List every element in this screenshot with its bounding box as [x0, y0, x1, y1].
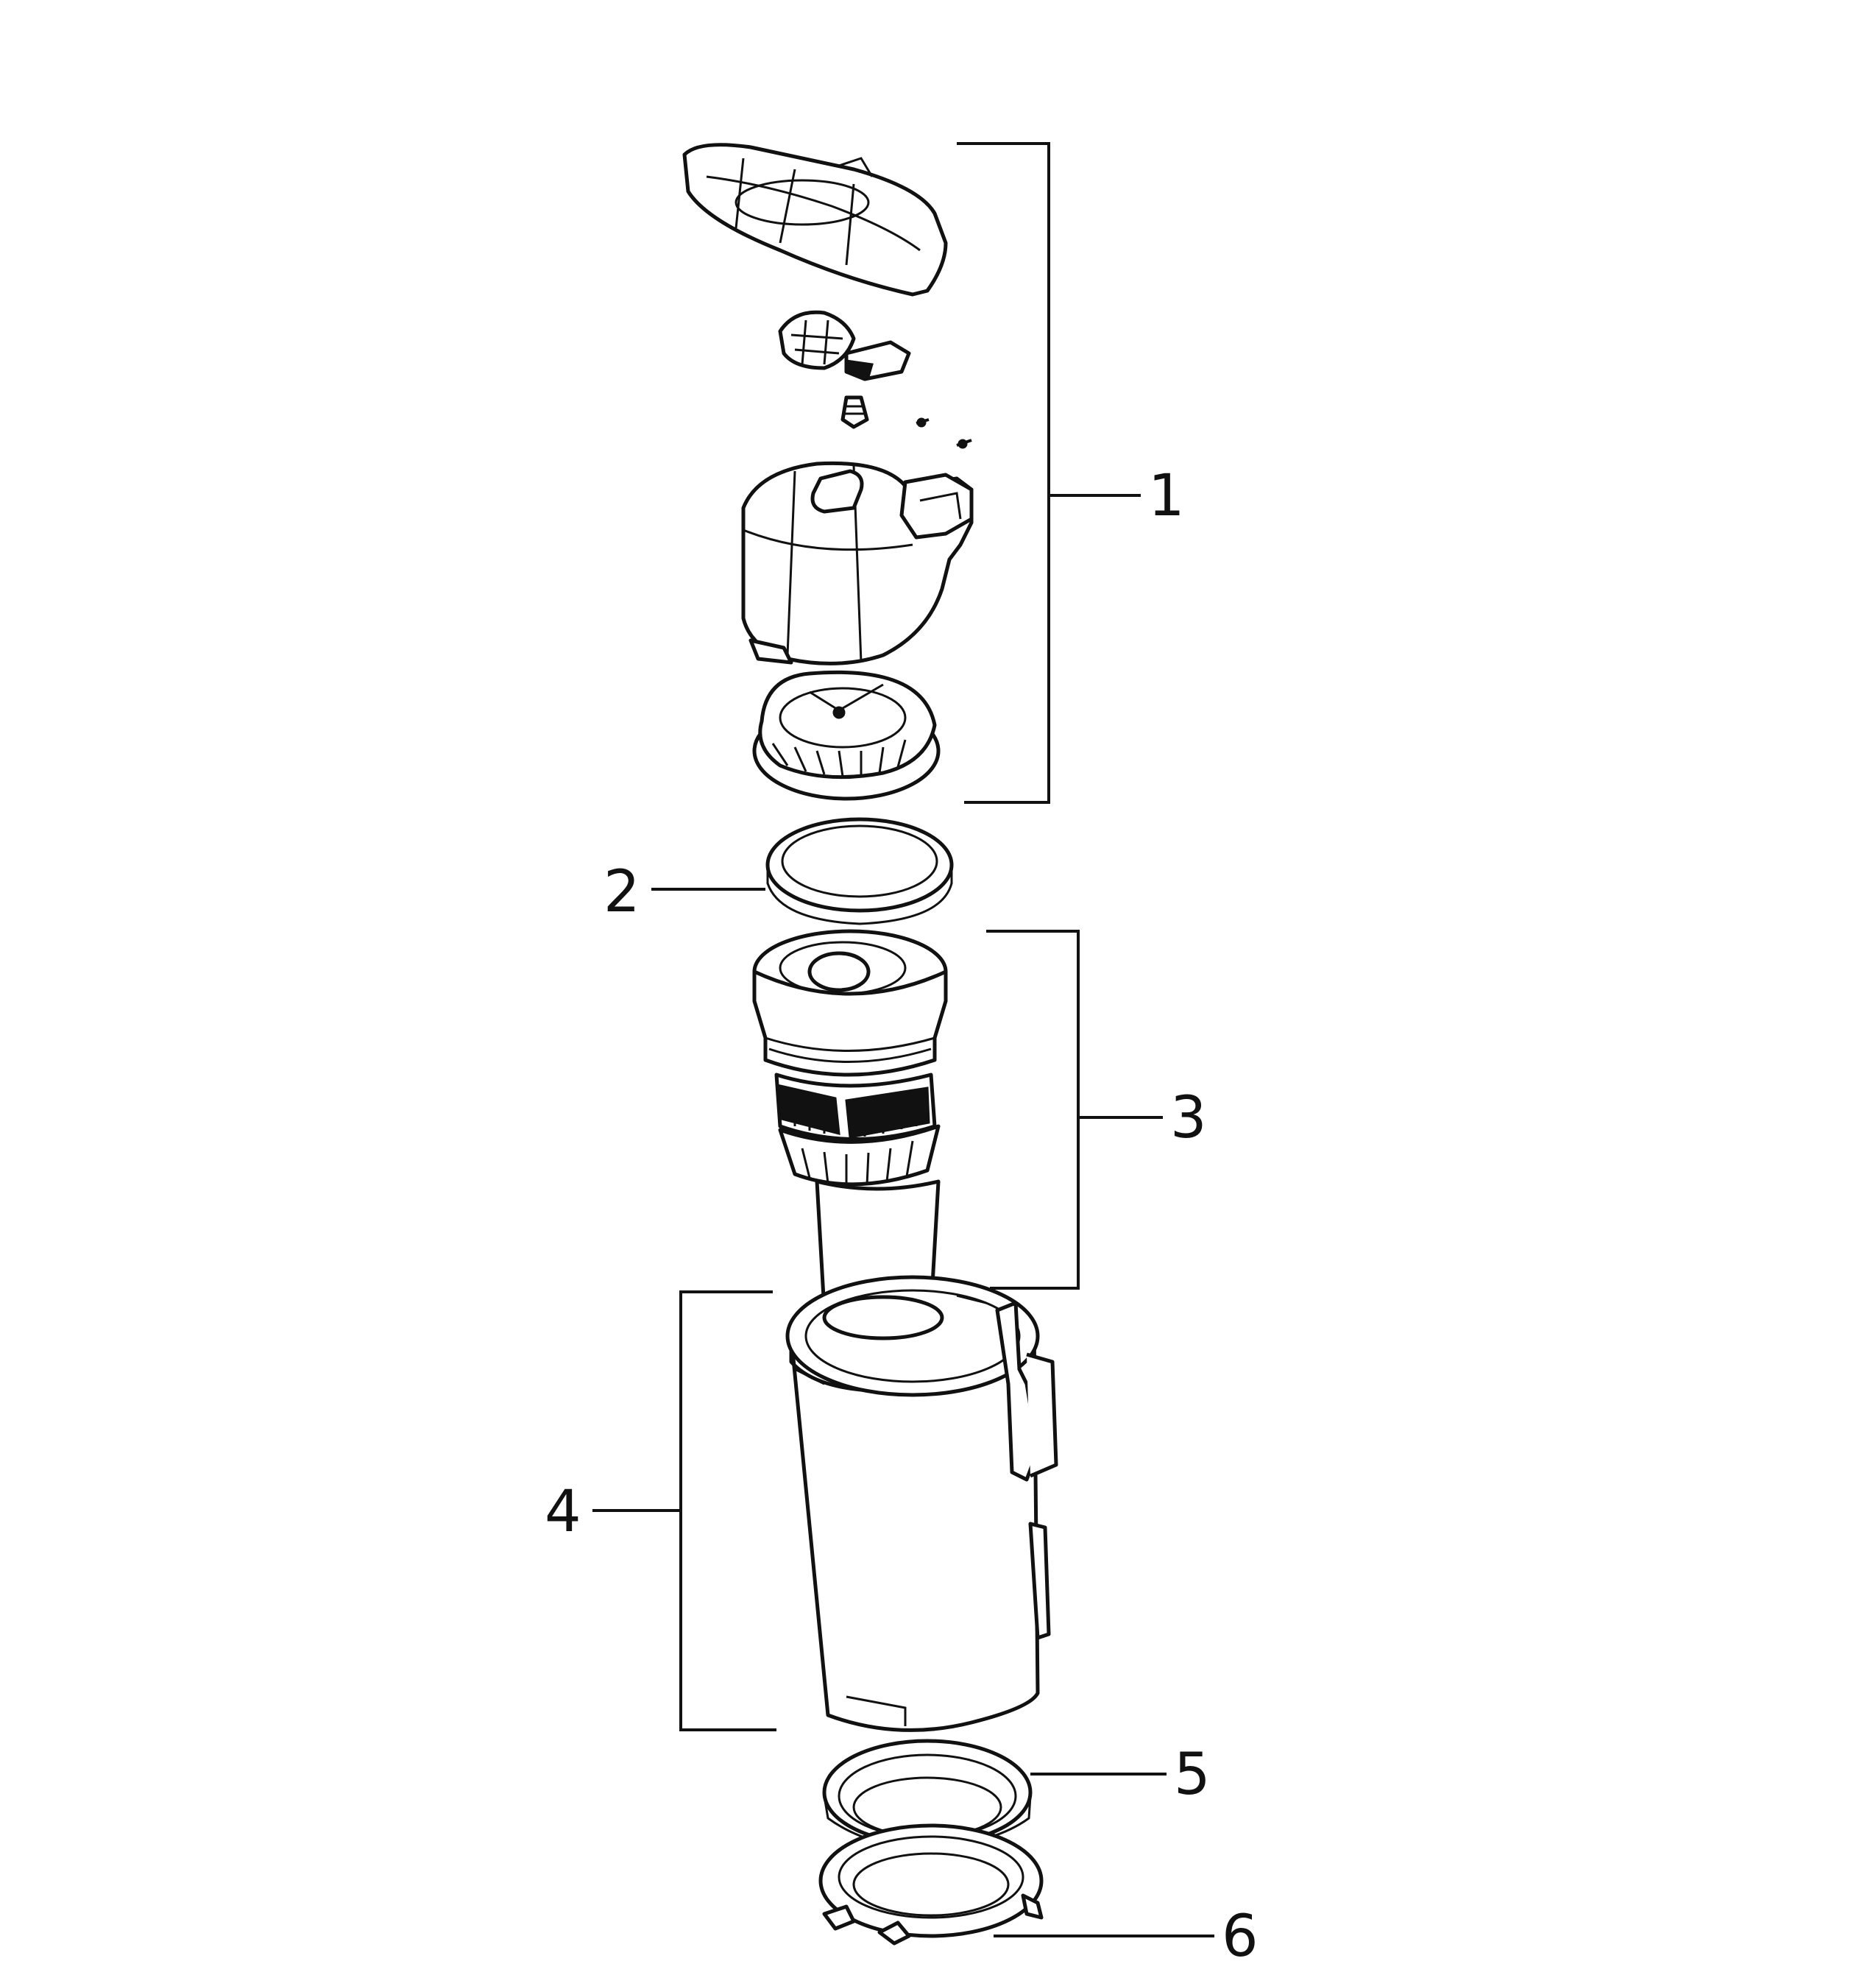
- callout-6: 6: [1222, 1904, 1259, 1970]
- bottom-seal-ring: 5: [822, 1739, 1211, 1849]
- switch-button: [778, 310, 911, 381]
- top-cap-assembly: 1: [682, 142, 1185, 804]
- motor-housing: [741, 461, 974, 665]
- bracket-4: [679, 1290, 776, 1731]
- screw-parts: [840, 395, 972, 449]
- callout-1: 1: [1148, 463, 1185, 529]
- callout-2: 2: [603, 859, 640, 925]
- top-handle-cover: [682, 143, 948, 297]
- cyclone-filter-assembly: 3: [752, 929, 1207, 1326]
- cyclone-top-plate: [752, 670, 941, 801]
- callout-4: 4: [545, 1479, 581, 1545]
- callout-5: 5: [1174, 1742, 1211, 1808]
- gasket-ring: 2: [603, 817, 954, 925]
- dust-bin-assembly: 4: [545, 1275, 1058, 1732]
- bottom-door: 6: [818, 1823, 1259, 1970]
- bracket-1: [957, 142, 1050, 804]
- bracket-3: [986, 930, 1080, 1290]
- callout-3: 3: [1170, 1085, 1207, 1151]
